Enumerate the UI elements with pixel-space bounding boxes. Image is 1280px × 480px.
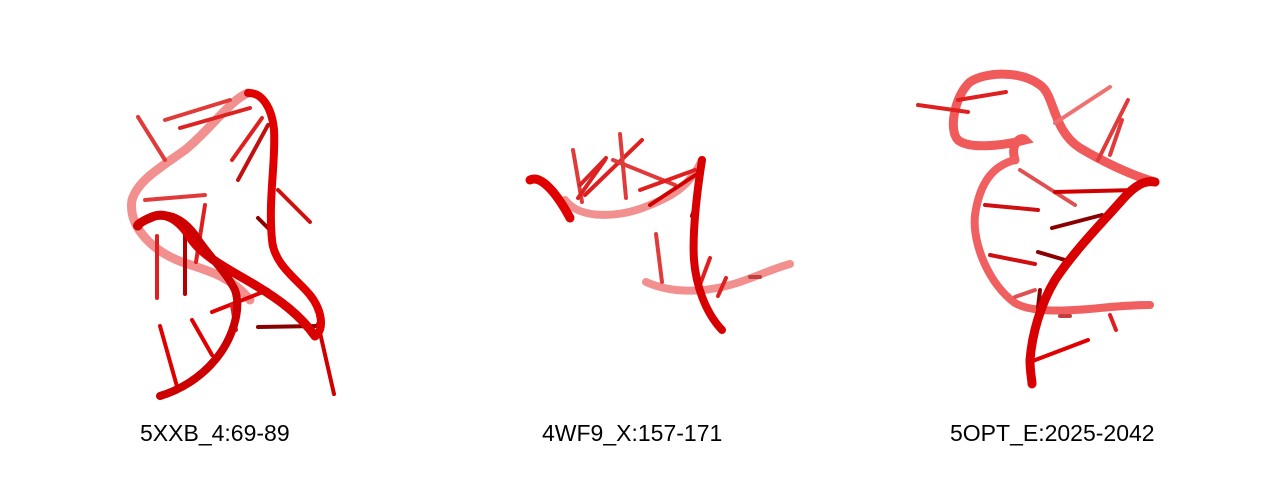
structure-label-1: 5XXB_4:69-89 (140, 420, 290, 446)
structure-panel-3: 5OPT_E:2025-2042 (860, 0, 1280, 480)
rna-structure-render-1 (127, 88, 336, 400)
rna-structure-render-3 (916, 69, 1160, 389)
structure-label-2: 4WF9_X:157-171 (542, 420, 723, 446)
structure-panel-1: 5XXB_4:69-89 (0, 0, 430, 480)
structure-label-3: 5OPT_E:2025-2042 (950, 420, 1155, 446)
rna-structure-render-2 (525, 132, 794, 334)
structure-panel-2: 4WF9_X:157-171 (430, 0, 860, 480)
